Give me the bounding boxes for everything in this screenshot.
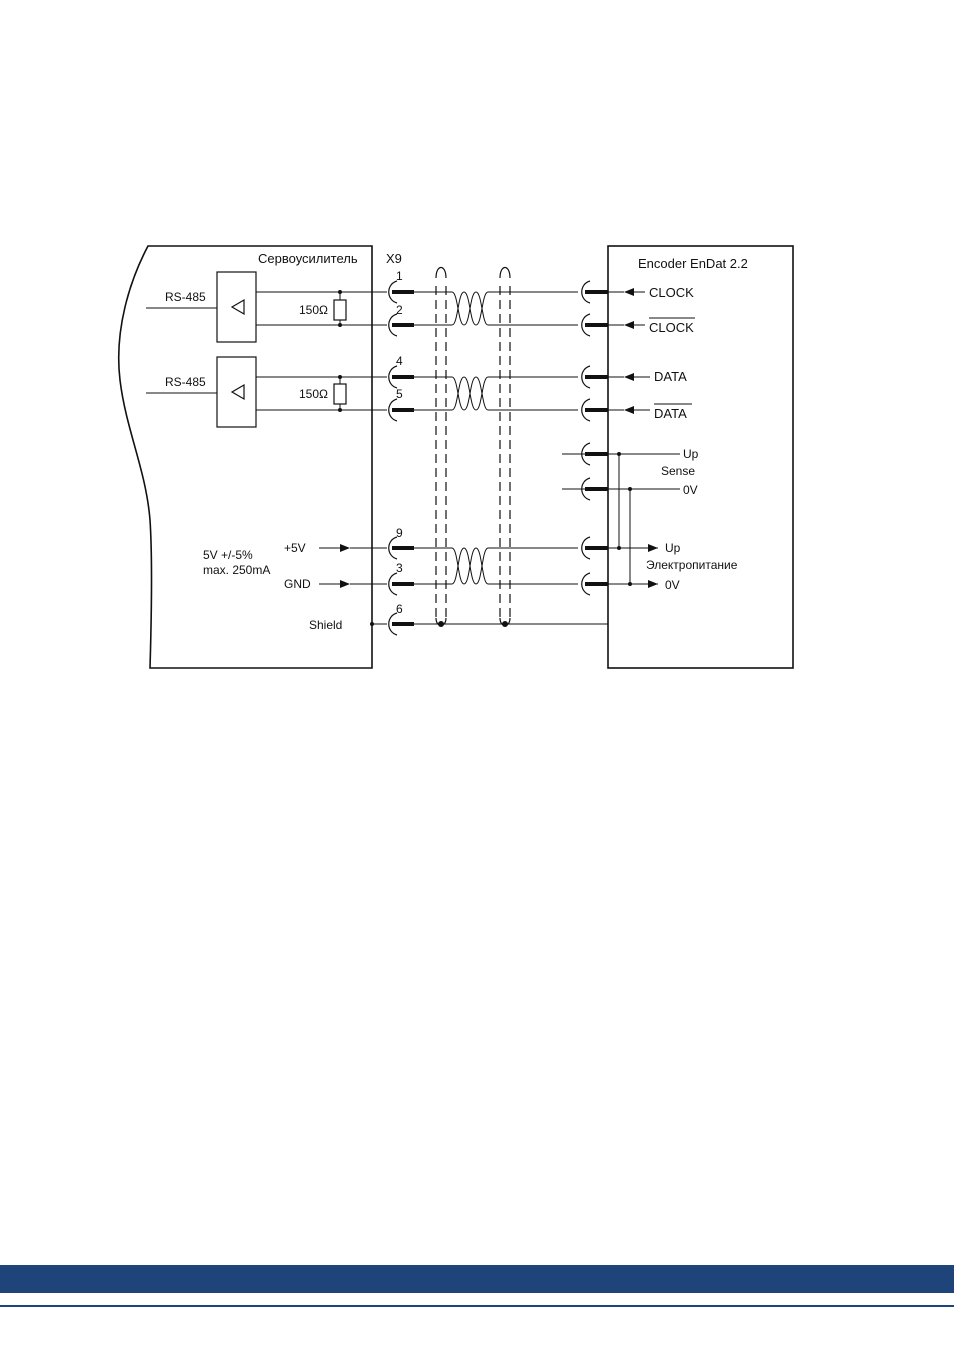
arrow-right-icon <box>648 544 658 552</box>
twisted-pair-data <box>452 377 578 410</box>
connector-x9-contacts <box>389 281 608 635</box>
rs485-transceiver-b: RS-485 150Ω <box>146 357 387 427</box>
arrow-left-icon <box>624 406 634 414</box>
pin-number: 4 <box>396 354 403 368</box>
arrow-left-icon <box>624 321 634 329</box>
arrow-left-icon <box>624 373 634 381</box>
servo-title: Сервоусилитель <box>258 251 358 266</box>
sense-0v-label: 0V <box>683 483 698 497</box>
connector-label: X9 <box>386 251 402 266</box>
shield-label: Shield <box>309 618 342 632</box>
termination-resistor-b <box>334 384 346 404</box>
triangle-icon <box>232 385 244 399</box>
clock-label: CLOCK <box>649 285 694 300</box>
resistor-label-b: 150Ω <box>299 387 328 401</box>
pin-number: 9 <box>396 526 403 540</box>
pin-number: 1 <box>396 269 403 283</box>
termination-resistor-a <box>334 300 346 320</box>
footer-bar <box>0 1265 954 1293</box>
arrow-left-icon <box>624 288 634 296</box>
rs485-transceiver-a: RS-485 150Ω <box>146 272 387 342</box>
arrow-right-icon <box>340 580 350 588</box>
arrow-right-icon <box>340 544 350 552</box>
sense-up-label: Up <box>683 447 699 461</box>
data-inverted-label: DATA <box>654 406 687 421</box>
encoder-box <box>608 246 793 668</box>
supply-spec-line2: max. 250mA <box>203 563 270 577</box>
pin-number: 3 <box>396 561 403 575</box>
resistor-label-a: 150Ω <box>299 303 328 317</box>
power-0v-label: 0V <box>665 578 680 592</box>
data-label: DATA <box>654 369 687 384</box>
power-up-label: Up <box>665 541 681 555</box>
twisted-pair-clock <box>452 292 578 325</box>
plus5v-label: +5V <box>284 541 306 555</box>
clock-inverted-label: CLOCK <box>649 320 694 335</box>
power-label: Электропитание <box>646 558 738 572</box>
pin-number: 6 <box>396 602 403 616</box>
arrow-right-icon <box>648 580 658 588</box>
supply-spec-line1: 5V +/-5% <box>203 548 253 562</box>
sense-label: Sense <box>661 464 695 478</box>
gnd-label: GND <box>284 577 311 591</box>
rs485-label-b: RS-485 <box>165 375 206 389</box>
pin-number: 5 <box>396 387 403 401</box>
encoder-title: Encoder EnDat 2.2 <box>638 256 748 271</box>
triangle-icon <box>232 300 244 314</box>
rs485-label-a: RS-485 <box>165 290 206 304</box>
pin-number: 2 <box>396 303 403 317</box>
footer-line <box>0 1305 954 1307</box>
twisted-pair-power <box>452 548 578 584</box>
